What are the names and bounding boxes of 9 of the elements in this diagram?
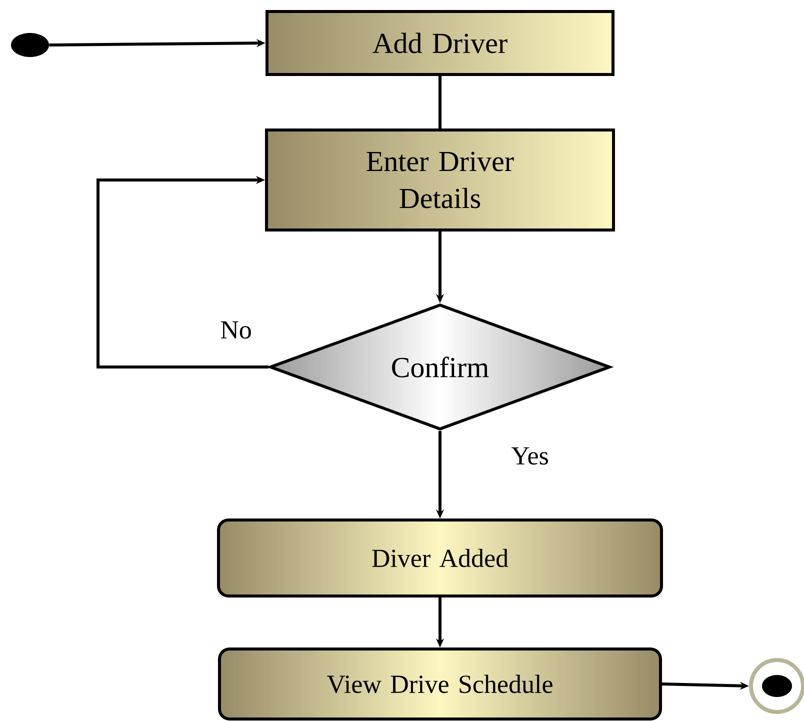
edge-label: Yes	[509, 445, 551, 467]
process-box: Add Driver	[266, 10, 614, 76]
process-box: Enter Driver Details	[265, 128, 615, 232]
arrow	[96, 176, 268, 368]
process-box: Diver Added	[217, 518, 663, 598]
initial-state	[11, 33, 49, 57]
final-state	[749, 658, 804, 714]
process-box: View Drive Schedule	[218, 648, 662, 720]
edge-label: No	[218, 319, 254, 341]
